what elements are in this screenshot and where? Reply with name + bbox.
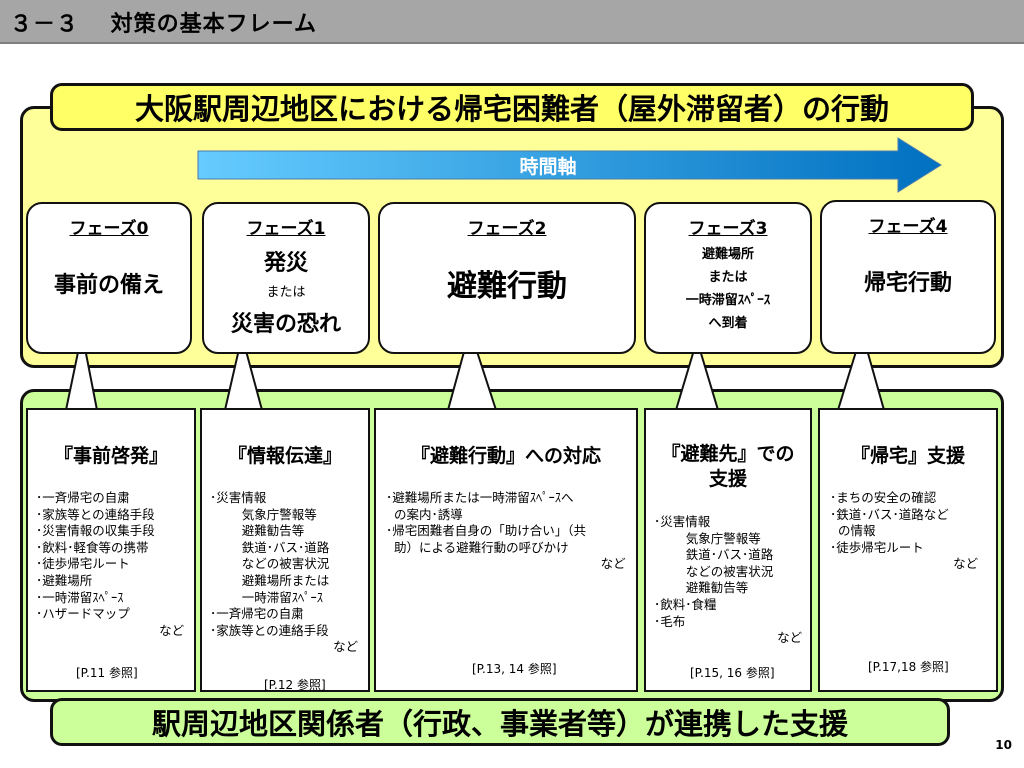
- phase-3-card: フェーズ3 避難場所 または 一時滞留ｽﾍﾟｰｽ へ到着: [644, 202, 812, 354]
- phase-4-label: 帰宅行動: [863, 271, 952, 296]
- support-box-shelter-title: 『避難先』での: [661, 443, 795, 465]
- support-box-awareness: 『事前啓発』 ･一斉帰宅の自粛 ･家族等との連絡手段 ･災害情報の収集手段 ･飲…: [26, 408, 196, 692]
- phase-1-line1: 発災: [263, 251, 308, 276]
- phase-3-title: フェーズ3: [688, 219, 768, 239]
- phase-4-card: フェーズ4 帰宅行動: [820, 200, 996, 354]
- phase-3-line4: へ到着: [708, 316, 748, 331]
- support-box-return-home-ref: [P.17,18 参照]: [868, 660, 949, 674]
- page-title: ３－３ 対策の基本フレーム: [10, 12, 318, 37]
- support-box-information-ref: [P.12 参照]: [264, 678, 326, 692]
- time-axis-label: 時間軸: [519, 155, 577, 178]
- support-box-return-home-title: 『帰宅』支援: [850, 445, 965, 467]
- support-box-information: 『情報伝達』 ･災害情報 気象庁警報等 避難勧告等 鉄道･バス･道路 などの被害…: [200, 408, 370, 692]
- support-box-evacuation-ref: [P.13, 14 参照]: [472, 662, 557, 676]
- time-axis-arrow: [197, 137, 942, 193]
- support-box-return-home: 『帰宅』支援 ･まちの安全の確認 ･鉄道･バス･道路など の情報 ･徒歩帰宅ルー…: [818, 408, 998, 692]
- phase-0-title: フェーズ0: [69, 219, 149, 239]
- support-box-return-home-text: ･まちの安全の確認 ･鉄道･バス･道路など の情報 ･徒歩帰宅ルート など: [830, 490, 979, 572]
- phase-2-card: フェーズ2 避難行動: [378, 202, 636, 354]
- header-bar: [0, 0, 1024, 44]
- support-box-evacuation-title: 『避難行動』への対応: [410, 445, 601, 467]
- support-box-awareness-ref: [P.11 参照]: [76, 666, 138, 680]
- support-box-information-text: ･災害情報 気象庁警報等 避難勧告等 鉄道･バス･道路 などの被害状況 避難場所…: [210, 490, 359, 655]
- support-box-shelter: 『避難先』での 支援 ･災害情報 気象庁警報等 鉄道･バス･道路 などの被害状況…: [644, 408, 812, 692]
- phase-0-card: フェーズ0 事前の備え: [26, 202, 192, 354]
- phase-3-line1: 避難場所: [701, 247, 754, 262]
- phase-2-label: 避難行動: [447, 269, 567, 304]
- support-box-shelter-ref: [P.15, 16 参照]: [690, 666, 775, 680]
- support-box-information-title: 『情報伝達』: [227, 445, 342, 467]
- support-box-awareness-title: 『事前啓発』: [53, 445, 168, 467]
- phase-1-card: フェーズ1 発災 または 災害の恐れ: [202, 202, 370, 354]
- phase-3-line2: または: [708, 270, 748, 285]
- phase-1-title: フェーズ1: [246, 219, 326, 239]
- support-box-awareness-text: ･一斉帰宅の自粛 ･家族等との連絡手段 ･災害情報の収集手段 ･飲料･軽食等の携…: [36, 490, 185, 638]
- support-box-shelter-title-2: 支援: [708, 468, 747, 490]
- support-box-evacuation: 『避難行動』への対応 ･避難場所または一時滞留ｽﾍﾟｰｽへ の案内･誘導 ･帰宅…: [374, 408, 638, 692]
- phase-2-title: フェーズ2: [467, 219, 547, 239]
- support-box-shelter-text: ･災害情報 気象庁警報等 鉄道･バス･道路 などの被害状況 避難勧告等 ･飲料･…: [654, 514, 803, 646]
- phase-3-line3: 一時滞留ｽﾍﾟｰｽ: [685, 293, 771, 308]
- bottom-banner: 駅周辺地区関係者（行政、事業者等）が連携した支援: [50, 698, 950, 746]
- page-number: 10: [995, 738, 1012, 752]
- support-box-evacuation-text: ･避難場所または一時滞留ｽﾍﾟｰｽへ の案内･誘導 ･帰宅困難者自身の「助け合い…: [386, 490, 626, 572]
- top-banner: 大阪駅周辺地区における帰宅困難者（屋外滞留者）の行動: [50, 83, 974, 131]
- phase-4-title: フェーズ4: [868, 217, 948, 237]
- phase-1-line3: 災害の恐れ: [230, 312, 341, 337]
- phase-0-label: 事前の備え: [53, 273, 164, 298]
- phase-1-line2: または: [266, 285, 306, 300]
